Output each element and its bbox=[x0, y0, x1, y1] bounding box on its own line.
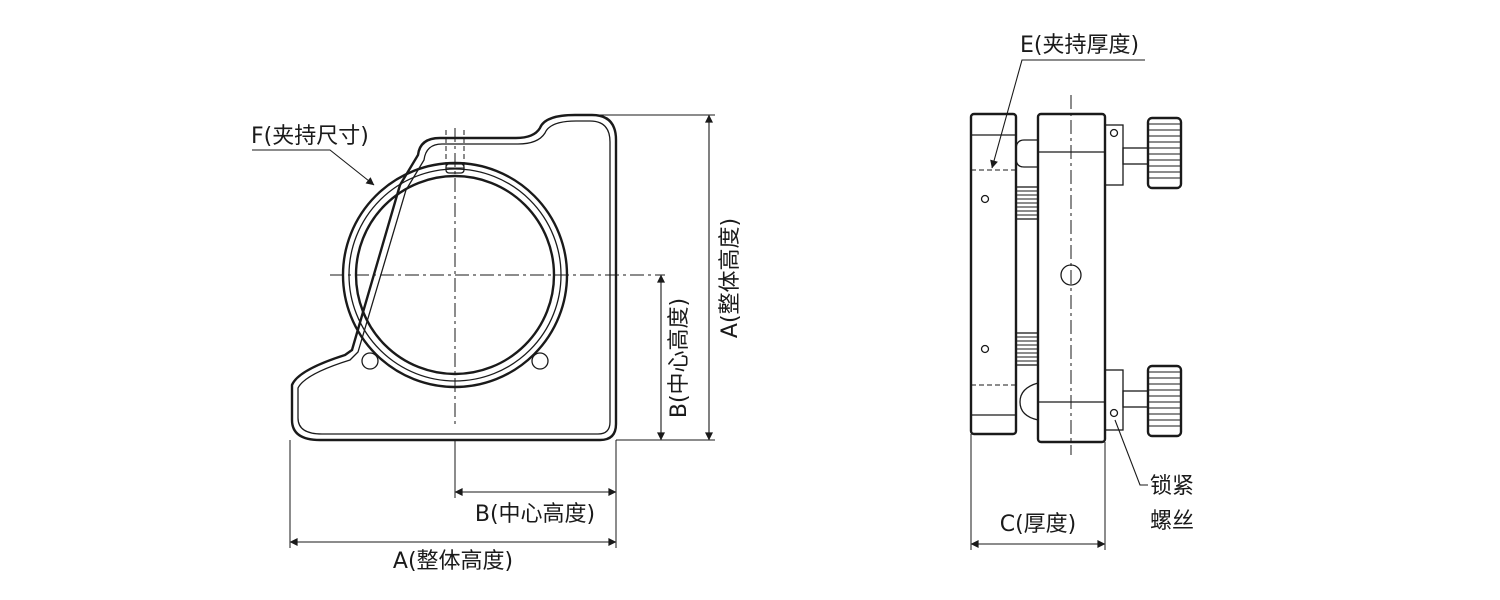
overall-height-label-vertical: A(整体高度) bbox=[718, 218, 743, 338]
rear-plate bbox=[1036, 95, 1107, 455]
center-height-label-vertical: B(中心高度) bbox=[667, 298, 692, 418]
clamp-thickness-label: E(夹持厚度) bbox=[1020, 33, 1139, 58]
adjuster-knob-top bbox=[1104, 116, 1183, 190]
spring-bottom bbox=[1015, 332, 1039, 366]
mount-body-inner-outline bbox=[297, 120, 611, 435]
clamp-thickness-leader bbox=[990, 59, 1145, 169]
overall-height-label-horizontal: A(整体高度) bbox=[393, 549, 513, 574]
front-view: B(中心高度) A(整体高度) B(中心高度) A(整体高度) F(夹持尺寸) bbox=[251, 113, 743, 574]
clamp-size-label: F(夹持尺寸) bbox=[251, 124, 369, 149]
front-plate bbox=[969, 112, 1018, 436]
locking-screw-label-line2: 螺丝 bbox=[1150, 509, 1194, 534]
pivot-ball-bottom bbox=[1019, 382, 1039, 421]
retaining-pin-right bbox=[531, 352, 549, 370]
clamp-size-leader bbox=[252, 149, 375, 186]
mount-body-outline bbox=[290, 113, 618, 442]
locking-screw-label-line1: 锁紧 bbox=[1150, 474, 1194, 499]
locking-screw-head bbox=[1109, 408, 1119, 418]
adjuster-knob-bottom bbox=[1104, 364, 1183, 438]
retaining-pin-left bbox=[361, 352, 379, 370]
thickness-label: C(厚度) bbox=[1000, 512, 1077, 537]
spring-top bbox=[1015, 186, 1039, 220]
pivot-ball-top bbox=[1015, 139, 1038, 168]
locking-screw-leader bbox=[1114, 419, 1148, 486]
side-view: E(夹持厚度) 锁紧 螺丝 C(厚度) bbox=[969, 33, 1194, 550]
center-height-label-horizontal: B(中心高度) bbox=[475, 502, 595, 527]
